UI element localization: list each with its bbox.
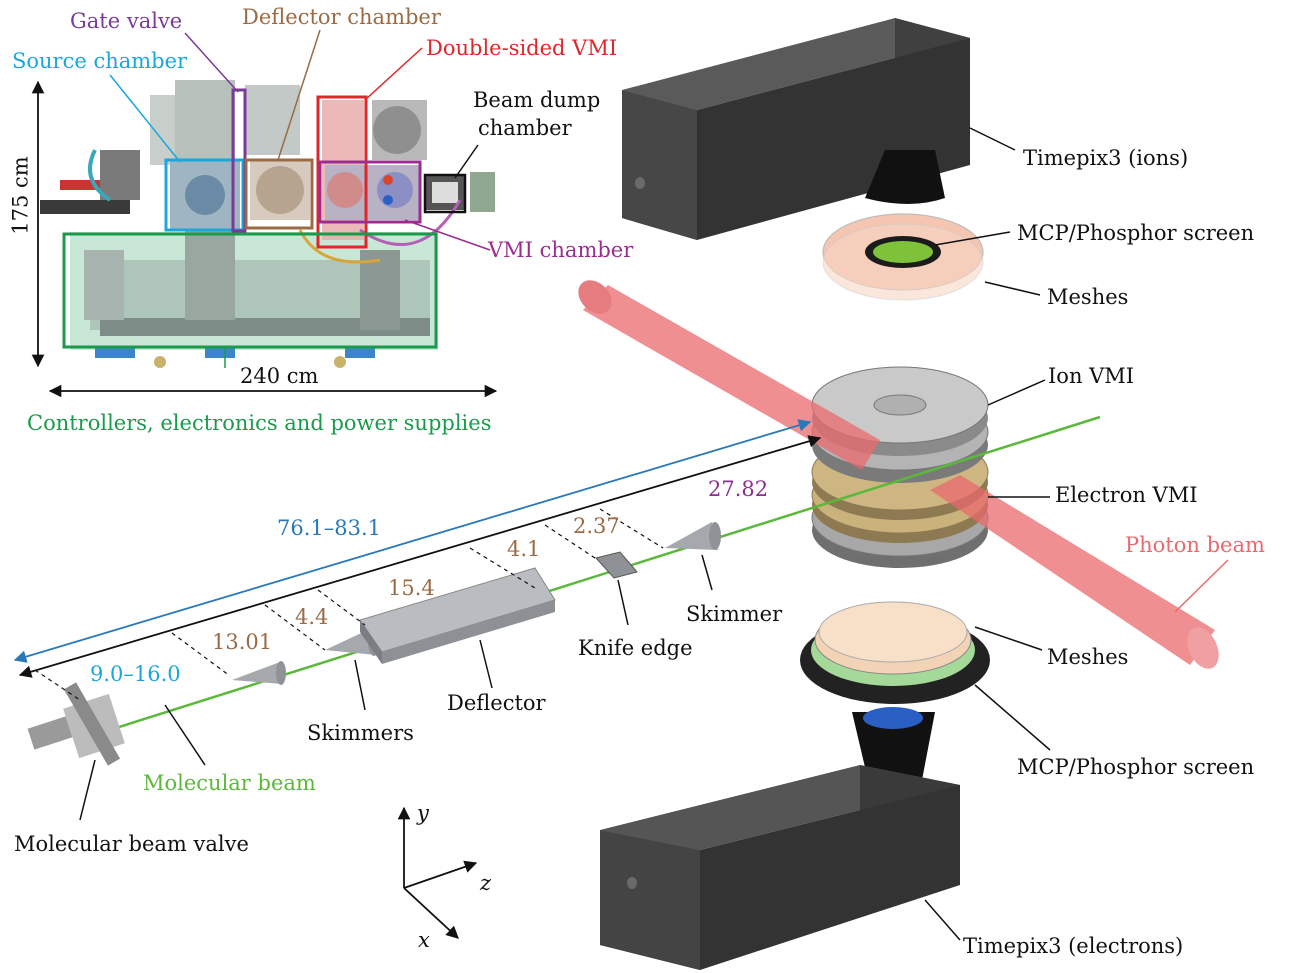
label-knife-edge: Knife edge xyxy=(578,636,693,660)
label-molecular-beam-valve: Molecular beam valve xyxy=(14,832,249,856)
label-vmi-chamber: VMI chamber xyxy=(488,238,634,262)
vmi-stack xyxy=(811,366,989,568)
label-ion-vmi: Ion VMI xyxy=(1048,364,1135,388)
label-beam-dump-2: chamber xyxy=(478,116,572,140)
dist-knife-skimmer: 2.37 xyxy=(573,514,620,538)
dist-total: 76.1–83.1 xyxy=(277,516,382,540)
label-source-chamber: Source chamber xyxy=(12,49,188,73)
label-height: 175 cm xyxy=(8,156,33,235)
dist-deflector-length: 15.4 xyxy=(388,576,435,600)
setup-overview xyxy=(31,29,498,398)
timepix-electrons-camera xyxy=(600,765,960,970)
ion-vmi-plates xyxy=(811,366,989,483)
label-mcp-bottom: MCP/Phosphor screen xyxy=(1017,755,1255,779)
label-double-sided-vmi: Double-sided VMI xyxy=(426,36,618,60)
label-controllers: Controllers, electronics and power suppl… xyxy=(27,411,492,435)
axis-x-label: x xyxy=(418,928,430,952)
label-mcp-top: MCP/Phosphor screen xyxy=(1017,221,1255,245)
skimmer-3 xyxy=(665,522,721,550)
mcp-screen-bottom xyxy=(800,601,990,780)
axis-y-label: y xyxy=(417,801,429,825)
label-deflector-chamber: Deflector chamber xyxy=(242,5,441,29)
dist-deflector-knife: 4.1 xyxy=(507,537,541,561)
label-beam-dump-1: Beam dump xyxy=(473,88,601,112)
label-electron-vmi: Electron VMI xyxy=(1055,483,1198,507)
label-gate-valve: Gate valve xyxy=(70,9,183,33)
dist-skimmer-skimmer: 13.01 xyxy=(212,630,273,654)
label-timepix-electrons: Timepix3 (electrons) xyxy=(963,934,1184,958)
label-skimmer: Skimmer xyxy=(686,602,783,626)
axis-z-label: z xyxy=(480,871,492,895)
skimmer-1 xyxy=(232,661,286,685)
dist-skimmer-deflector: 4.4 xyxy=(295,605,329,629)
timepix-ions-camera xyxy=(622,18,970,240)
label-timepix-ions: Timepix3 (ions) xyxy=(1023,146,1189,170)
mcp-screen-top xyxy=(822,213,984,301)
label-photon-beam: Photon beam xyxy=(1125,533,1265,557)
molecular-beam-valve xyxy=(27,682,125,766)
dist-ticks xyxy=(34,508,664,701)
coordinate-axes xyxy=(397,806,478,939)
leader-lines xyxy=(79,127,1051,941)
label-meshes-top: Meshes xyxy=(1047,285,1129,309)
label-width: 240 cm xyxy=(240,364,319,388)
label-skimmers: Skimmers xyxy=(307,721,414,745)
label-deflector: Deflector xyxy=(447,691,546,715)
dist-segments-arrow xyxy=(18,435,822,678)
label-molecular-beam: Molecular beam xyxy=(143,771,316,795)
dist-skimmer-vmi: 27.82 xyxy=(708,477,769,501)
label-meshes-bottom: Meshes xyxy=(1047,645,1129,669)
dist-valve-skimmer: 9.0–16.0 xyxy=(90,662,181,686)
